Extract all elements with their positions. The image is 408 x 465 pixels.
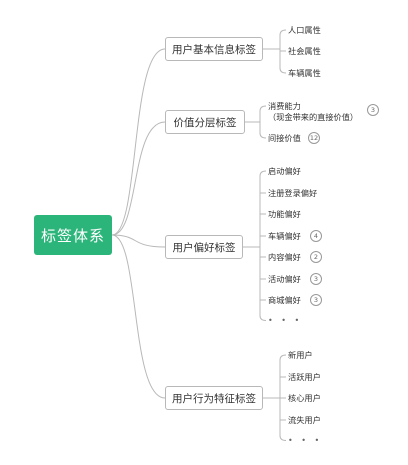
count-badge: 3 [310, 294, 322, 306]
leaf-indirect-value[interactable]: 间接价值 [268, 133, 301, 143]
root-connector-1 [111, 121, 166, 236]
leaf-content-pref[interactable]: 内容偏好 [268, 252, 301, 262]
leaf-vehicle-pref[interactable]: 车辆偏好 [268, 231, 301, 241]
category-value-tier[interactable]: 价值分层标签 [165, 110, 245, 134]
leaf-startup-pref[interactable]: 启动偏好 [268, 166, 301, 176]
leaf-core-user[interactable]: 核心用户 [288, 393, 321, 403]
leaf-social[interactable]: 社会属性 [288, 46, 321, 56]
leaf-churned-user[interactable]: 流失用户 [288, 415, 321, 425]
category-label: 用户基本信息标签 [172, 43, 256, 56]
leaf-vehicle-attr[interactable]: 车辆属性 [288, 68, 321, 78]
root-connector-3 [111, 234, 166, 399]
leaf-mall-pref[interactable]: 商城偏好 [268, 295, 301, 305]
leaf-feature-pref[interactable]: 功能偏好 [268, 209, 301, 219]
category-label: 价值分层标签 [173, 116, 237, 129]
leaf-bracket-2 [259, 170, 267, 321]
more-ellipsis: • • • [288, 436, 323, 445]
leaf-population[interactable]: 人口属性 [288, 25, 321, 35]
count-badge: 2 [310, 251, 322, 263]
category-label: 用户行为特征标签 [172, 392, 256, 405]
leaf-active-user[interactable]: 活跃用户 [288, 372, 321, 382]
root-connector-2 [111, 234, 166, 248]
category-behavior[interactable]: 用户行为特征标签 [165, 386, 263, 410]
root-label: 标签体系 [40, 226, 105, 245]
count-badge: 3 [367, 104, 379, 116]
leaf-register-pref[interactable]: 注册登录偏好 [268, 188, 318, 198]
count-badge: 3 [310, 273, 322, 285]
more-ellipsis: • • • [268, 316, 303, 325]
category-label: 用户偏好标签 [172, 241, 236, 254]
count-badge: 12 [308, 132, 320, 144]
root-node[interactable]: 标签体系 [34, 215, 112, 255]
leaf-activity-pref[interactable]: 活动偏好 [268, 274, 301, 284]
category-basic-info[interactable]: 用户基本信息标签 [165, 37, 263, 61]
leaf-consumption-sub: （现金带来的直接价值） [268, 112, 359, 122]
root-connector-0 [111, 48, 166, 236]
leaf-consumption[interactable]: 消费能力 [268, 101, 301, 111]
leaf-new-user[interactable]: 新用户 [288, 350, 313, 360]
category-preference[interactable]: 用户偏好标签 [165, 235, 243, 259]
count-badge: 4 [310, 230, 322, 242]
leaf-bracket-1 [259, 105, 267, 139]
